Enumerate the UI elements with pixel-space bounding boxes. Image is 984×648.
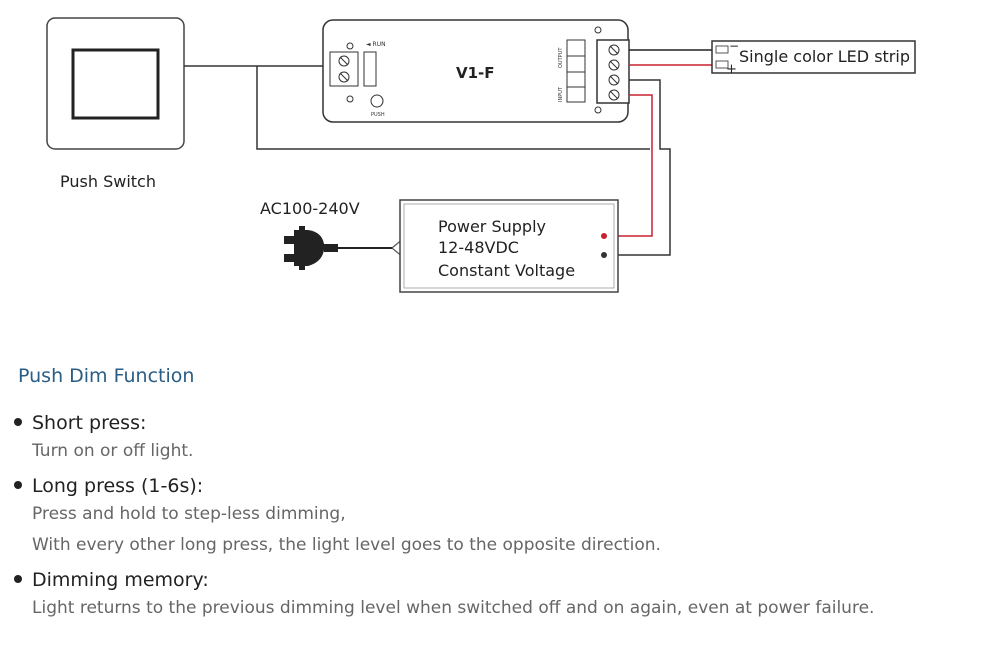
power-wires <box>606 79 671 256</box>
power-supply-title: Power Supply <box>438 217 546 236</box>
function-description: Press and hold to step-less dimming, <box>32 504 346 524</box>
function-list: Short press: Turn on or off light. Long … <box>14 410 874 630</box>
function-description: With every other long press, the light l… <box>32 535 661 555</box>
output-port-label: OUTPUT <box>558 47 564 68</box>
function-title: Short press: <box>32 412 147 434</box>
function-item-long-press: Long press (1-6s): Press and hold to ste… <box>14 473 874 561</box>
ac-voltage-label: AC100-240V <box>260 199 360 218</box>
bullet-icon <box>14 481 22 489</box>
push-switch <box>46 17 185 150</box>
power-supply <box>399 199 619 293</box>
function-item-dimming-memory: Dimming memory: Light returns to the pre… <box>14 567 874 624</box>
function-title: Long press (1-6s): <box>32 475 204 497</box>
function-description: Turn on or off light. <box>32 441 194 461</box>
push-port-label: PUSH <box>371 112 385 118</box>
screw-terminal <box>596 39 630 104</box>
function-section-title: Push Dim Function <box>18 365 195 387</box>
ac-plug <box>284 226 419 270</box>
bullet-icon <box>14 418 22 426</box>
function-description: Light returns to the previous dimming le… <box>32 598 875 618</box>
power-supply-voltage: 12-48VDC <box>438 238 519 257</box>
led-strip-label: Single color LED strip <box>739 47 910 66</box>
led-wires <box>629 49 712 66</box>
push-switch-label: Push Switch <box>60 172 156 191</box>
led-plus-label: + <box>726 62 737 77</box>
function-title: Dimming memory: <box>32 569 209 591</box>
led-strip <box>711 40 916 74</box>
led-minus-label: − <box>729 39 739 53</box>
wiring-diagram: Push Switch V1-F ◄ RUN PUSH OUTPUT INPUT <box>46 17 916 293</box>
switch-wires <box>184 65 650 150</box>
bullet-icon <box>14 575 22 583</box>
run-indicator-label: ◄ RUN <box>366 41 386 48</box>
controller-v1-f <box>322 19 629 123</box>
function-item-short-press: Short press: Turn on or off light. <box>14 410 874 467</box>
power-supply-type: Constant Voltage <box>438 261 575 280</box>
controller-model-label: V1-F <box>456 64 495 82</box>
input-port-label: INPUT <box>558 86 564 102</box>
